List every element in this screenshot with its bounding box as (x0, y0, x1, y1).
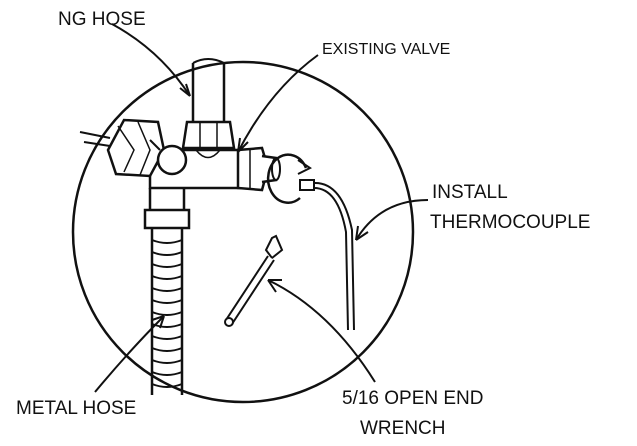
label-wrench: WRENCH (360, 418, 446, 439)
thermocouple (299, 179, 355, 331)
label-ng-hose: NG HOSE (58, 9, 146, 30)
left-valve (79, 118, 188, 178)
ng-hose (191, 58, 226, 122)
label-install: INSTALL (432, 182, 508, 203)
label-metal-hose: METAL HOSE (16, 398, 136, 419)
metal-hose (143, 188, 191, 395)
detail-circle (71, 60, 415, 404)
label-wrench-size: 5/16 OPEN END (342, 388, 484, 409)
label-existing-valve: EXISTING VALVE (322, 41, 450, 58)
wrench (224, 234, 284, 327)
existing-valve (236, 146, 281, 192)
rotation-arrow-icon (266, 153, 312, 204)
leader-lines (94, 23, 429, 393)
label-thermocouple: THERMOCOUPLE (430, 212, 590, 233)
